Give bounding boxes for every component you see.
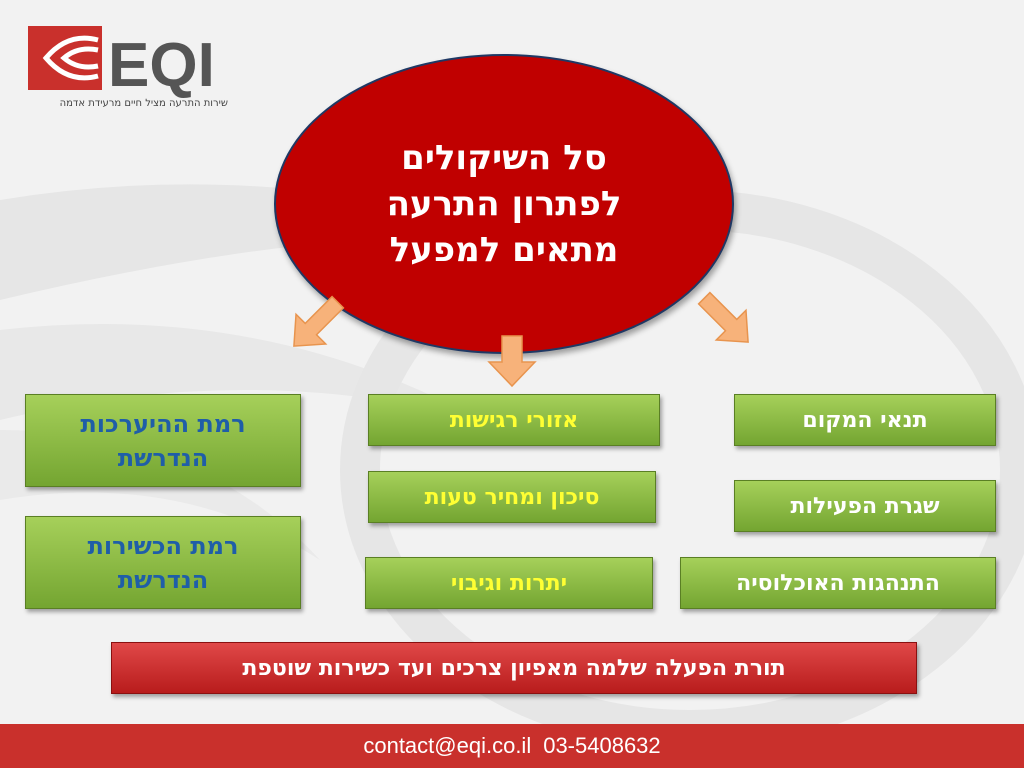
box-text-line: רמת ההיערכות xyxy=(80,409,246,438)
eqi-logo-graphic: EQI xyxy=(28,26,215,100)
central-topic-ellipse: סל השיקולים לפתרון התרעה מתאים למפעל xyxy=(274,54,734,354)
box-risk-and-cost: סיכון ומחיר טעות xyxy=(368,471,656,523)
svg-text:EQI: EQI xyxy=(108,31,215,98)
box-redundancy-backup: יתרות וגיבוי xyxy=(365,557,653,609)
contact-phone[interactable]: 03-5408632 xyxy=(543,733,661,758)
box-site-conditions: תנאי המקום xyxy=(734,394,996,446)
arrow-down-right xyxy=(697,291,749,343)
box-preparedness-level: רמת ההיערכות הנדרשת xyxy=(25,394,301,487)
footer-contact-bar: contact@eqi.co.il 03-5408632 xyxy=(0,724,1024,768)
box-routine-activity: שגרת הפעילות xyxy=(734,480,996,532)
eqi-logo: EQI xyxy=(28,22,228,118)
central-topic-title: סל השיקולים לפתרון התרעה מתאים למפעל xyxy=(354,135,654,273)
box-text-line: רמת הכשירות xyxy=(87,531,239,560)
title-line-3: מתאים למפעל xyxy=(389,230,619,270)
title-line-1: סל השיקולים xyxy=(401,138,607,178)
contact-email[interactable]: contact@eqi.co.il xyxy=(363,733,532,758)
box-population-behavior: התנהגות האוכלוסיה xyxy=(680,557,996,609)
arrow-down xyxy=(487,335,537,388)
box-text-line: הנדרשת xyxy=(117,443,209,472)
logo-tagline: שירות התרעה מציל חיים מרעידת אדמה xyxy=(59,98,228,109)
title-line-2: לפתרון התרעה xyxy=(386,184,622,224)
arrow-down-left xyxy=(293,295,345,347)
box-sensitive-areas: אזורי רגישות xyxy=(368,394,660,446)
box-text-line: הנדרשת xyxy=(117,565,209,594)
box-competence-level: רמת הכשירות הנדרשת xyxy=(25,516,301,609)
operating-doctrine-bar: תורת הפעלה שלמה מאפיון צרכים ועד כשירות … xyxy=(111,642,917,694)
